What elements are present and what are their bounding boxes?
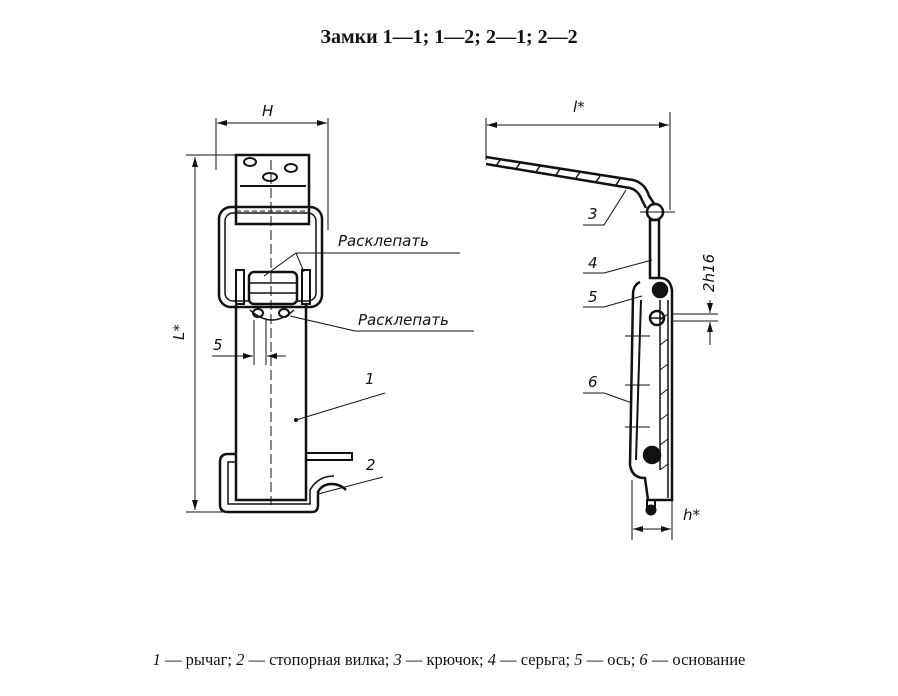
- position-6-label: 6: [588, 373, 598, 391]
- position-5-label: 5: [588, 288, 598, 306]
- legend-num: 6: [639, 650, 648, 669]
- legend-text: — ось;: [582, 650, 640, 669]
- legend-text: — стопорная вилка;: [244, 650, 394, 669]
- legend-text: — рычаг;: [160, 650, 237, 669]
- legend-num: 4: [487, 650, 496, 669]
- position-4-label: 4: [588, 254, 598, 272]
- note-rivet-top: Расклепать: [338, 232, 429, 250]
- position-1-label: 1: [365, 370, 375, 388]
- legend-num: 3: [393, 650, 402, 669]
- dim-L-label: L*: [170, 324, 188, 340]
- dim-l-label: l*: [573, 98, 585, 116]
- legend-num: 2: [236, 650, 245, 669]
- dim-h-label: h*: [683, 506, 701, 524]
- position-3-label: 3: [588, 205, 598, 223]
- side-view: l* 2h16 h* 3 4: [485, 98, 718, 540]
- dim-5-label: 5: [213, 336, 223, 354]
- legend-text: — серьга;: [496, 650, 575, 669]
- dim-H-label: H: [262, 102, 273, 120]
- parts-legend: 1 — рычаг; 2 — стопорная вилка; 3 — крюч…: [0, 650, 898, 670]
- legend-num: 5: [574, 650, 583, 669]
- legend-num: 1: [152, 650, 161, 669]
- legend-text: — крючок;: [401, 650, 488, 669]
- position-2-label: 2: [366, 456, 376, 474]
- legend-text: — основание: [647, 650, 746, 669]
- front-view: H L* 5 Р: [170, 102, 474, 514]
- note-rivet-bottom: Расклепать: [358, 311, 449, 329]
- drawing-title: Замки 1—1; 1—2; 2—1; 2—2: [320, 26, 578, 48]
- dim-2h16-label: 2h16: [700, 254, 718, 292]
